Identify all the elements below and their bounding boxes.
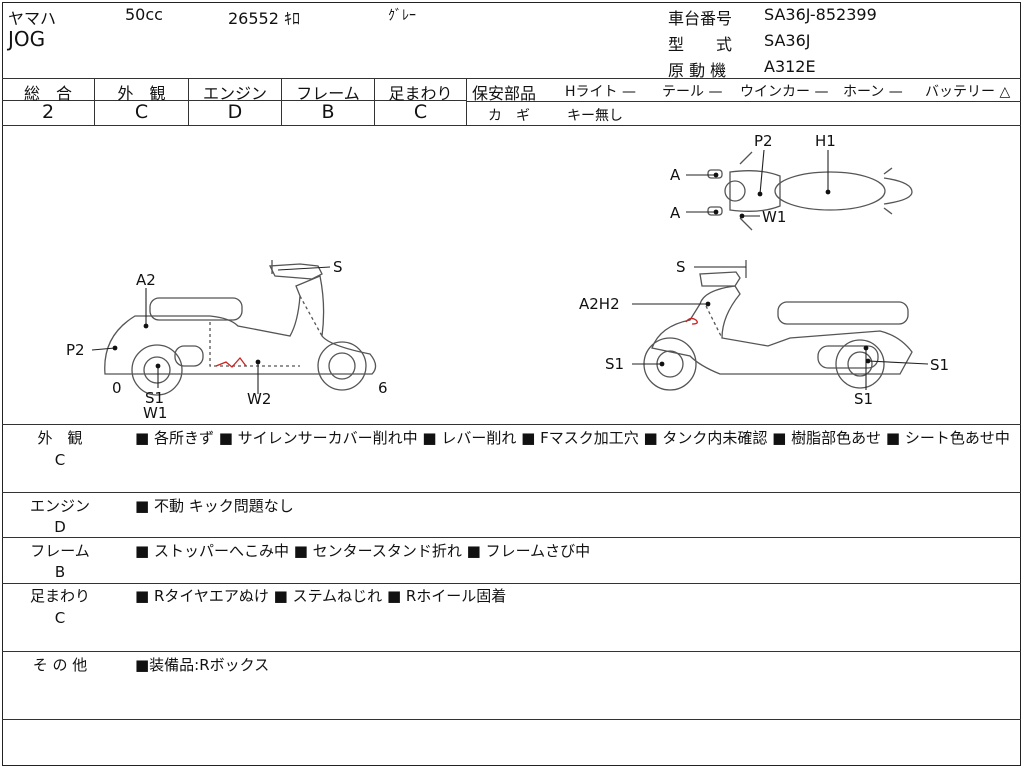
- safety-label: 保安部品: [472, 84, 537, 103]
- label-zero: 0: [112, 379, 122, 397]
- engine-grade-label: エンジン: [202, 84, 267, 103]
- remark-engine-text: ■ 不動 キック問題なし: [135, 497, 294, 515]
- label-s1: S1: [145, 389, 164, 407]
- remark-exterior-grade: C: [54, 451, 66, 469]
- remark-frame-grade: B: [54, 563, 66, 581]
- divider: [2, 100, 467, 101]
- label-right-s: S: [676, 258, 686, 276]
- overall-label: 総 合: [23, 84, 72, 103]
- remark-frame-text: ■ ストッパーへこみ中 ■ センタースタンド折れ ■ フレームさび中: [135, 542, 591, 560]
- remark-suspension-grade: C: [54, 609, 66, 627]
- engine-value: A312E: [764, 57, 816, 76]
- label-top-h1: H1: [815, 132, 836, 150]
- label-right-s1-bottom: S1: [854, 390, 873, 408]
- mileage: 26552 ｷﾛ: [228, 9, 300, 28]
- engine-grade: D: [227, 101, 243, 123]
- horn-status: ホーン —: [843, 84, 903, 100]
- divider: [281, 78, 282, 125]
- headlight-status: Hライト —: [565, 84, 636, 100]
- label-p2: P2: [66, 341, 85, 359]
- divider: [2, 583, 1021, 584]
- frame-grade: B: [321, 101, 335, 123]
- remark-exterior-text: ■ 各所きず ■ サイレンサーカバー削れ中 ■ レバー削れ ■ Fマスク加工穴 …: [135, 429, 1010, 447]
- key-status: キー無し: [567, 108, 623, 124]
- label-w1: W1: [143, 404, 167, 422]
- frame-grade-label: フレーム: [296, 84, 360, 103]
- engine-label: 原 動 機: [668, 61, 727, 80]
- displacement: 50cc: [125, 5, 163, 24]
- damage-diagram: A2 P2 S 0 6 S1 W1 W2 P2 H1 A A W1 S A2H2…: [66, 132, 949, 422]
- key-label: カ ギ: [488, 108, 530, 124]
- type-label: 型 式: [668, 35, 733, 54]
- overall-grade: 2: [41, 101, 55, 123]
- remark-frame-label: フレーム: [30, 542, 90, 560]
- remark-suspension-text: ■ Rタイヤエアぬけ ■ ステムねじれ ■ Rホイール固着: [135, 587, 507, 605]
- remark-engine-label: エンジン: [29, 497, 90, 515]
- suspension-grade-label: 足まわり: [388, 84, 453, 103]
- exterior-label: 外 観: [117, 84, 166, 103]
- label-six: 6: [378, 379, 388, 397]
- type-value: SA36J: [764, 31, 811, 50]
- divider: [2, 537, 1021, 538]
- suspension-grade: C: [413, 101, 428, 123]
- label-a2: A2: [136, 271, 156, 289]
- label-top-a: A: [670, 166, 681, 184]
- label-top-w1: W1: [762, 208, 786, 226]
- label-s: S: [333, 258, 343, 276]
- divider: [2, 78, 1021, 79]
- divider: [188, 78, 189, 125]
- remark-suspension-label: 足まわり: [29, 587, 90, 605]
- remark-other-label: そ の 他: [32, 656, 88, 674]
- maker: ヤマハ: [8, 9, 57, 28]
- label-top-a2: A: [670, 204, 681, 222]
- taillight-status: テール —: [662, 84, 723, 100]
- divider: [2, 719, 1021, 720]
- remark-engine-grade: D: [54, 518, 66, 536]
- label-w2: W2: [247, 390, 271, 408]
- divider: [2, 492, 1021, 493]
- divider: [374, 78, 375, 125]
- label-right-s1-left: S1: [605, 355, 624, 373]
- divider: [466, 78, 467, 125]
- frame-no: SA36J-852399: [764, 5, 877, 24]
- color: ｸﾞﾚｰ: [388, 8, 416, 24]
- divider: [94, 78, 95, 125]
- label-top-p2: P2: [754, 132, 773, 150]
- label-right-a2h2: A2H2: [579, 295, 620, 313]
- exterior-grade: C: [134, 101, 149, 123]
- divider: [2, 424, 1021, 425]
- remark-exterior-label: 外 観: [37, 429, 83, 447]
- divider: [467, 101, 1021, 102]
- battery-status: バッテリー △: [925, 84, 1011, 100]
- label-right-s1-right: S1: [930, 356, 949, 374]
- divider: [2, 125, 1021, 126]
- remark-other-text: ■装備品:Rボックス: [135, 656, 270, 674]
- model-name: JOG: [8, 27, 46, 51]
- divider: [2, 651, 1021, 652]
- frame-no-label: 車台番号: [668, 9, 733, 28]
- winker-status: ウインカー —: [740, 84, 829, 100]
